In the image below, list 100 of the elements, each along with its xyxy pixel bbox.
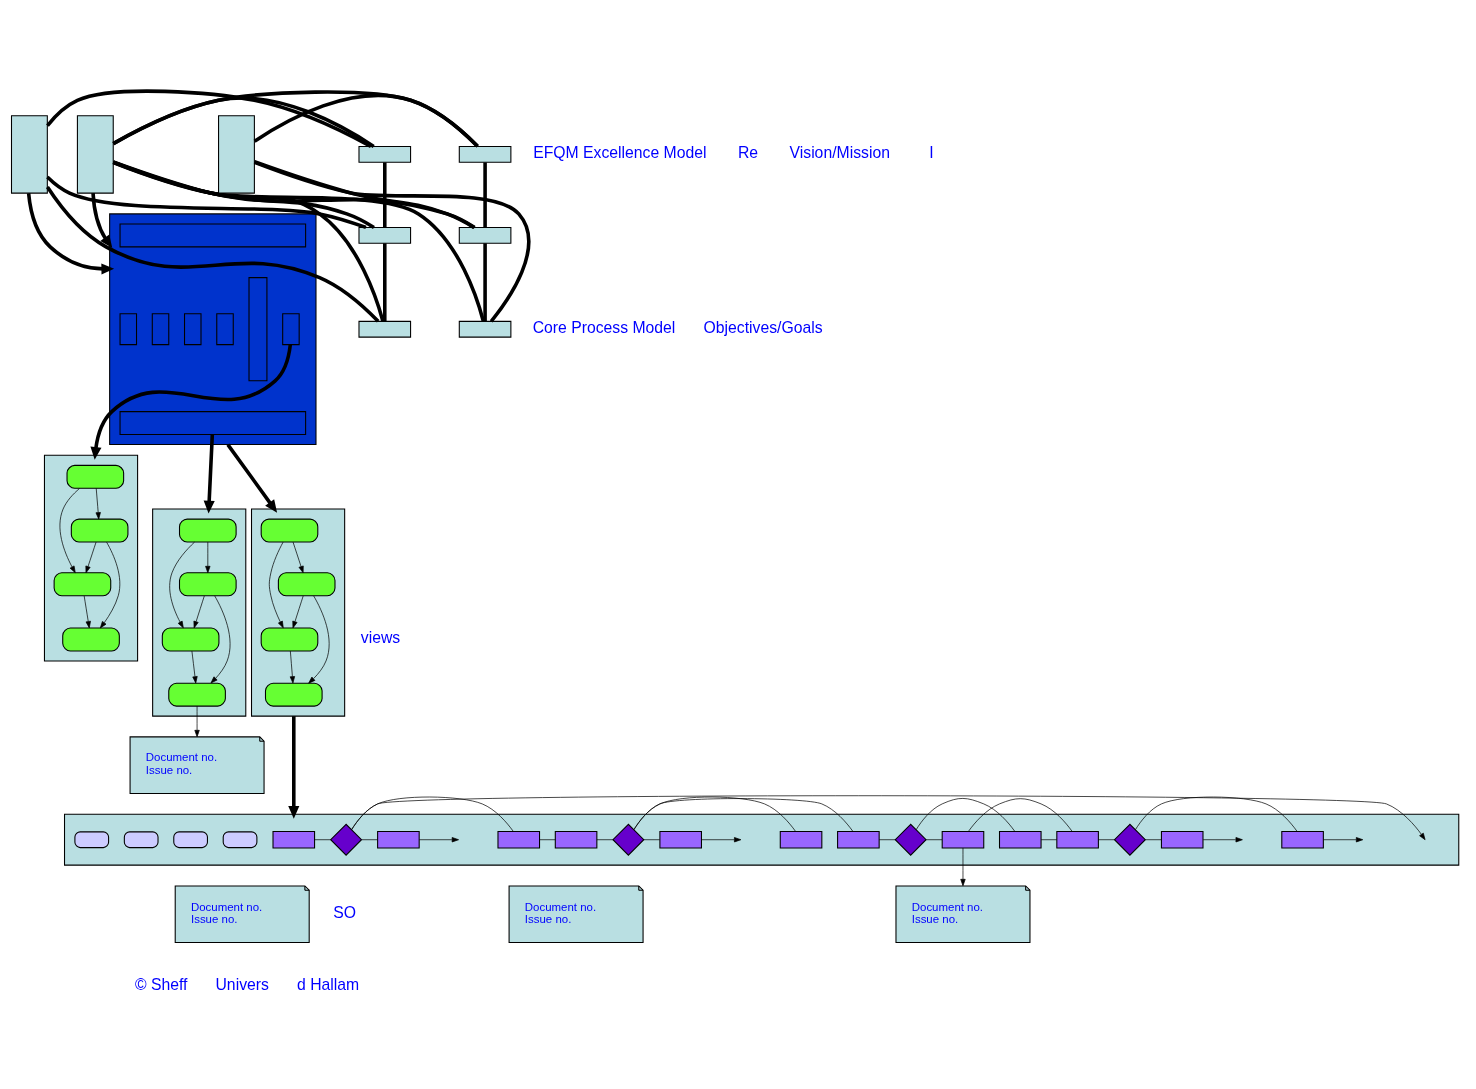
node-box: [218, 114, 255, 194]
arrow: [351, 794, 1426, 840]
connector: [596, 838, 614, 840]
connector: [925, 838, 943, 840]
cluster: [64, 813, 1460, 866]
arrow: [193, 595, 205, 628]
node-box: [62, 626, 120, 651]
node-diamond: [894, 823, 927, 856]
node-box: [1160, 830, 1204, 848]
arrow: [26, 192, 115, 274]
node-box: [358, 145, 412, 163]
node-box: [358, 226, 412, 244]
connector: [1135, 796, 1298, 832]
node-bar: [119, 410, 307, 435]
connector: [314, 838, 331, 840]
arrow: [289, 650, 296, 683]
node-box: [53, 571, 112, 596]
node-box: [151, 312, 170, 345]
node-box: [272, 830, 316, 848]
cluster: [43, 454, 139, 661]
node-box: [10, 114, 48, 194]
node-box: [458, 320, 512, 338]
cluster: [251, 508, 346, 717]
node-box: [76, 114, 114, 194]
arrow: [701, 836, 742, 842]
label: EFQM Excellence Model: [533, 143, 707, 161]
connector: [483, 242, 487, 321]
connector: [878, 838, 896, 840]
node-diamond: [329, 823, 363, 856]
arrow: [203, 433, 215, 514]
arrow: [91, 192, 113, 248]
connector: [253, 93, 479, 148]
node-bar: [119, 222, 307, 247]
arrow: [194, 705, 200, 737]
label: Univers: [215, 975, 269, 993]
arrow: [205, 541, 211, 573]
connector: [633, 797, 854, 832]
node-box: [66, 464, 125, 489]
connector: [383, 242, 387, 321]
arrow: [95, 487, 101, 519]
node-box: [779, 830, 823, 848]
cluster: [152, 508, 247, 717]
node-box: [123, 830, 159, 848]
arrow: [418, 836, 459, 842]
label: Objectives/Goals: [703, 318, 823, 336]
connector: [915, 797, 1016, 832]
node-box: [998, 830, 1042, 848]
label: Core Process Model: [532, 318, 676, 336]
label: © Sheff: [135, 975, 188, 993]
connector: [46, 185, 380, 323]
connector: [253, 160, 531, 322]
arrow: [292, 595, 304, 628]
cluster: [109, 212, 317, 445]
connector: [112, 160, 486, 322]
node-box: [837, 830, 880, 848]
arrow: [90, 344, 293, 460]
arrow: [308, 595, 330, 683]
node-box: [458, 145, 512, 163]
arrow: [288, 715, 300, 819]
node-diamond: [1113, 823, 1147, 856]
connector: [112, 159, 385, 322]
arrow: [85, 541, 97, 573]
node-diamond: [612, 823, 645, 856]
connector: [383, 161, 387, 227]
arrow: [226, 443, 278, 513]
node-box: [70, 518, 129, 543]
node-box: [184, 312, 202, 345]
node-bar: [248, 276, 268, 381]
connector: [361, 838, 378, 840]
arrow: [169, 541, 195, 628]
arrow: [268, 541, 284, 628]
connector: [1098, 838, 1115, 840]
node-box: [161, 626, 220, 651]
arrow: [292, 541, 304, 573]
arrow: [83, 595, 91, 628]
arrow: [1202, 836, 1243, 842]
connector: [46, 175, 367, 229]
node-box: [260, 518, 319, 543]
node-box: [554, 830, 598, 848]
label: views: [360, 628, 401, 646]
node-box: [458, 226, 512, 244]
connector: [253, 159, 475, 229]
node-box: [659, 830, 702, 848]
node-box: [168, 682, 226, 707]
connector: [351, 796, 514, 832]
node-box: [277, 571, 336, 596]
label: d Hallam: [297, 975, 360, 993]
node-box: [497, 830, 541, 848]
arrow: [960, 847, 966, 886]
arrow: [210, 594, 231, 683]
node-box: [178, 518, 237, 543]
node-box: [264, 682, 323, 707]
node-box: [941, 830, 985, 848]
connector: [968, 797, 1073, 832]
label: I: [929, 143, 934, 161]
connector: [483, 161, 487, 227]
arrow: [59, 487, 80, 573]
node-box: [216, 312, 234, 345]
arrow: [100, 541, 121, 628]
node-box: [74, 830, 110, 848]
